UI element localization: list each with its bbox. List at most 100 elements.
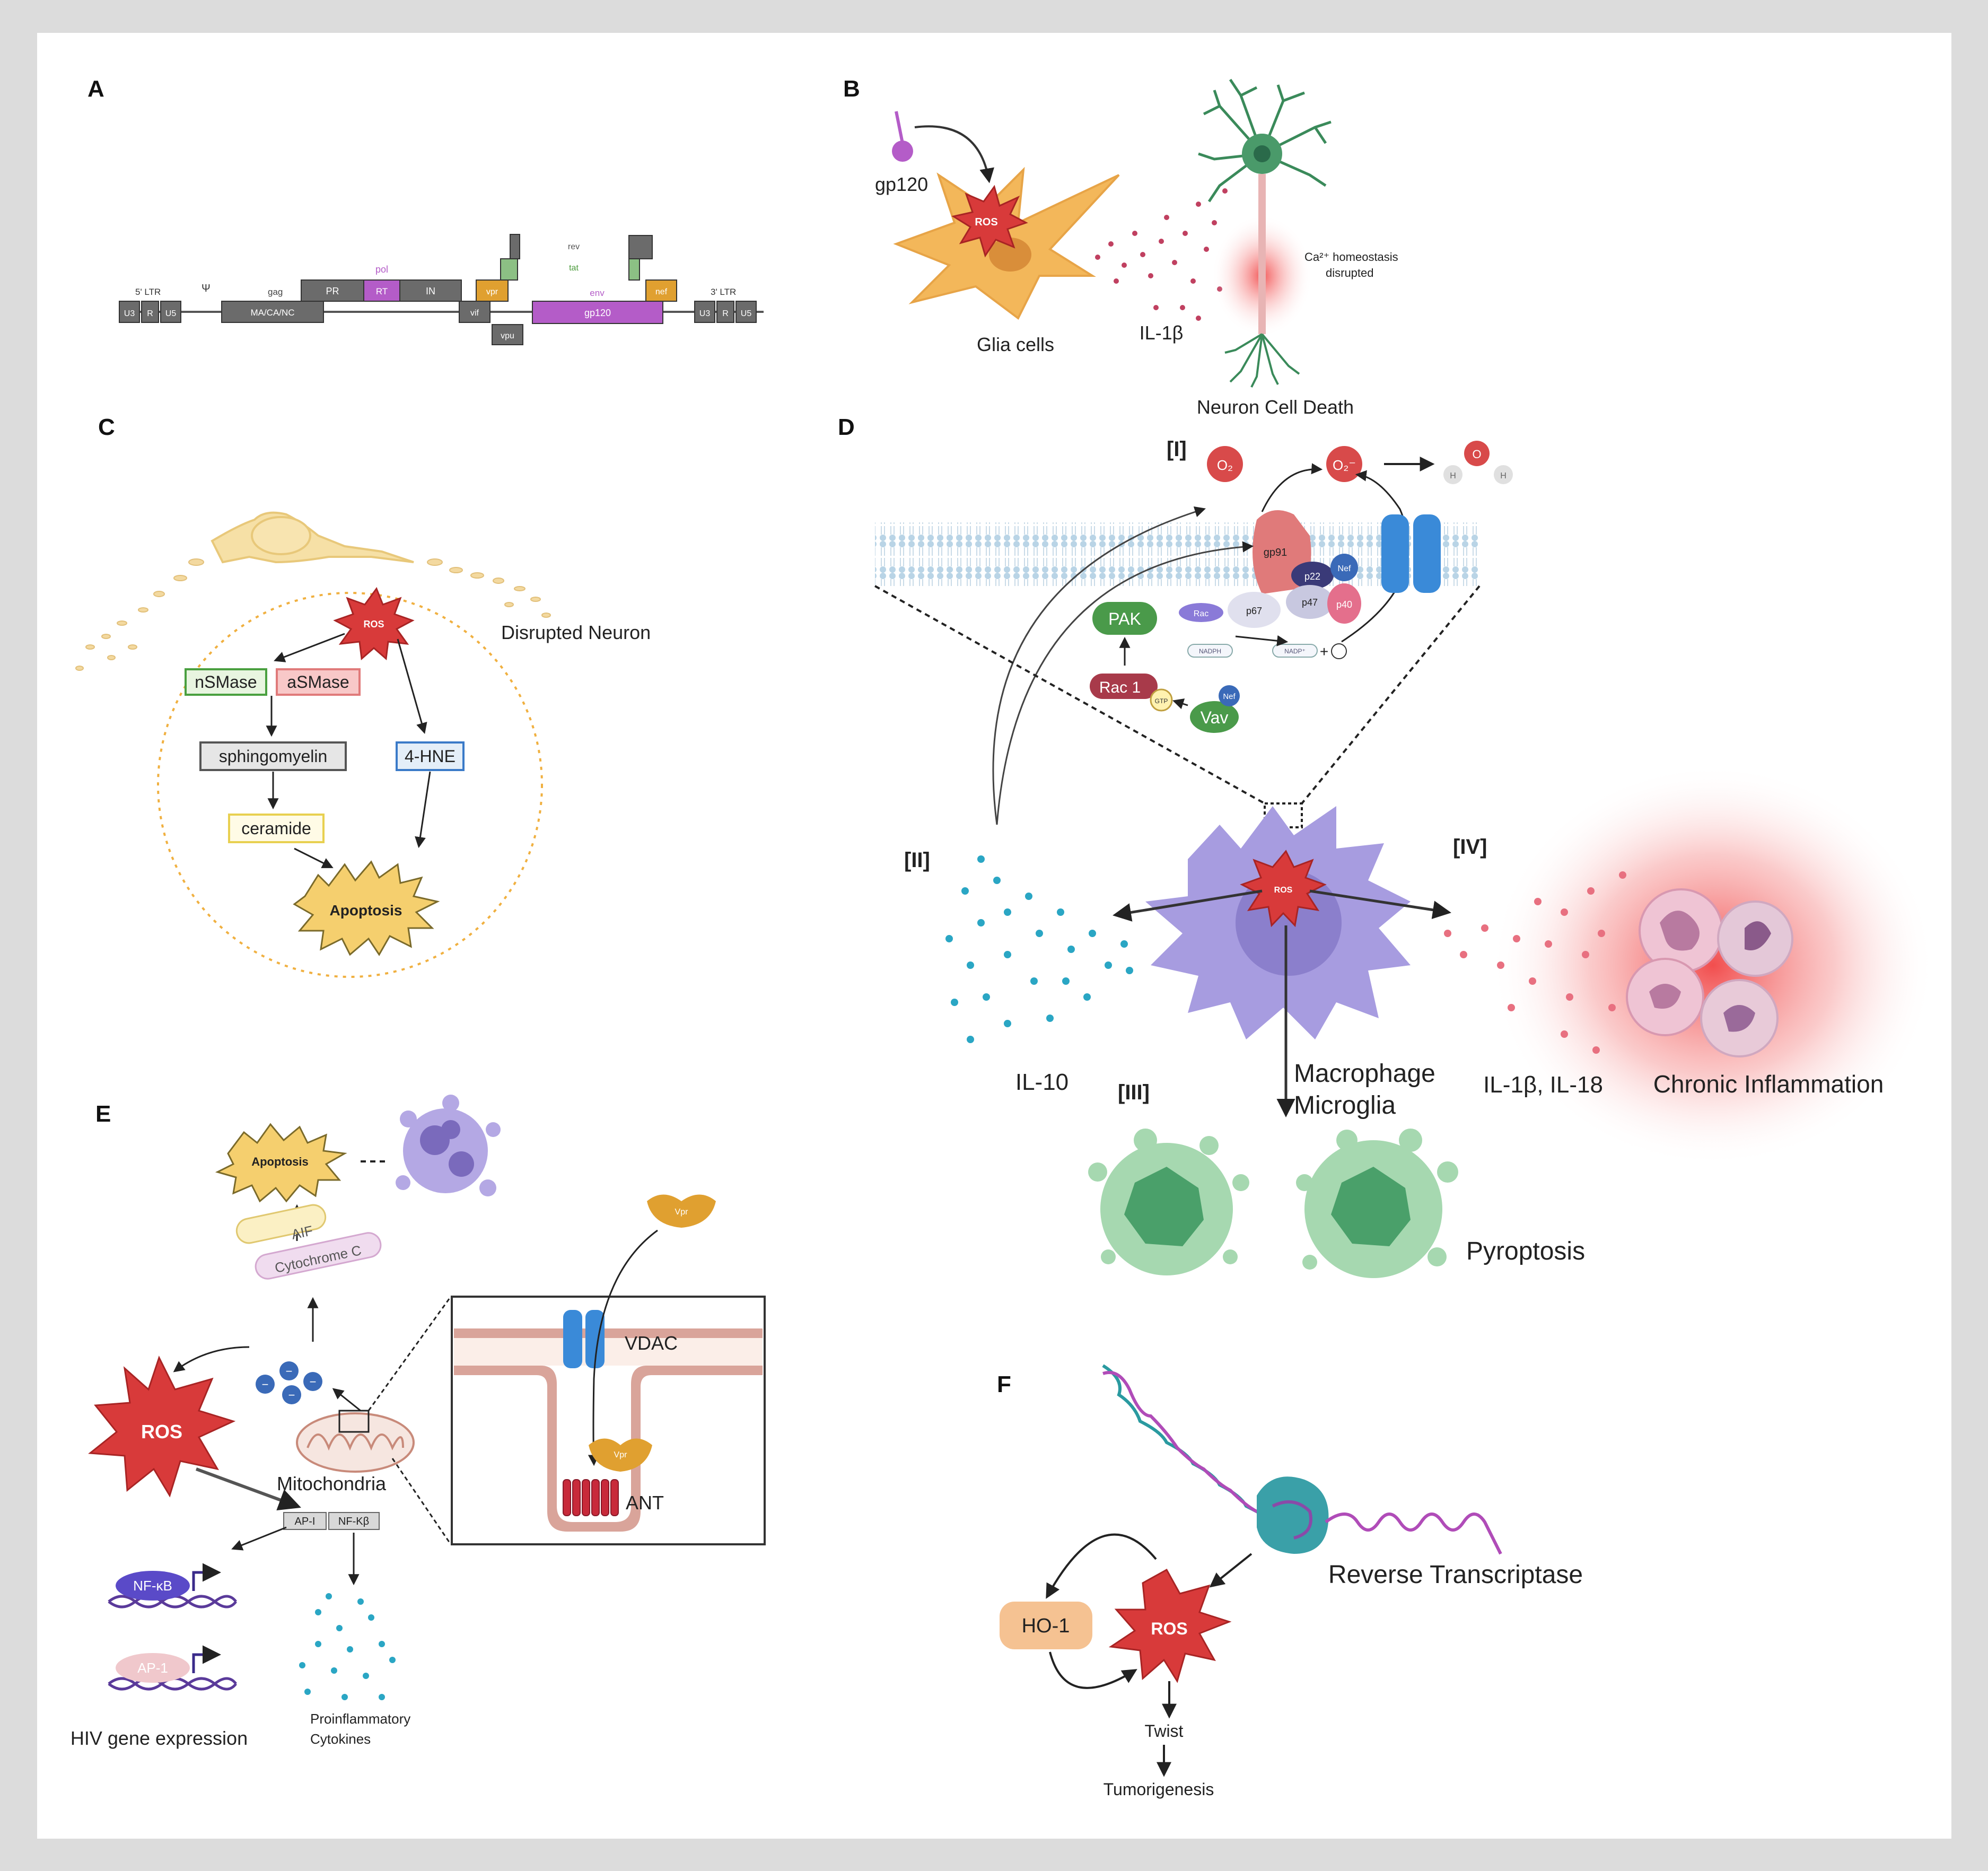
c-arrow-ceramide-apoptosis — [294, 847, 334, 868]
electron-icon — [1331, 643, 1347, 659]
d-arrow-o2-superoxide — [1261, 463, 1323, 512]
neuron-fragments — [75, 558, 551, 671]
asmase-box — [276, 668, 361, 696]
panel-f-letter: F — [997, 1371, 1011, 1397]
ltr5-r: R — [147, 309, 153, 318]
o2-molecule — [1207, 446, 1243, 482]
ltr3-label: 3' LTR — [711, 287, 736, 297]
il10-label: IL-10 — [1015, 1069, 1069, 1095]
panel-e: E Apoptosis AIF Cytochrome C − − − − — [71, 1095, 766, 1749]
il1b-il18-dots — [1444, 871, 1626, 1054]
tat-exon2 — [628, 258, 640, 281]
panel-a-letter: A — [87, 76, 104, 102]
d-arrow-to-il1b — [1309, 889, 1451, 920]
c-ros-label: ROS — [363, 619, 384, 630]
tat-label: tat — [569, 264, 579, 273]
glia-il1b-label: IL-1β — [1140, 322, 1184, 344]
panel-f: F Reverse Transcriptase ROS HO-1 Twist T… — [997, 1364, 1583, 1799]
gp91-label: gp91 — [1264, 547, 1288, 558]
macrophage-ros-label: ROS — [1274, 886, 1293, 895]
membrane-channel — [1381, 514, 1441, 593]
glia-ros-star — [951, 185, 1028, 258]
d-arrow-vav-rac — [1172, 698, 1188, 710]
water-h1-label: H — [1450, 471, 1456, 480]
vdac-label: VDAC — [625, 1332, 678, 1354]
vav-label: Vav — [1201, 708, 1229, 727]
o2-label: O₂ — [1217, 457, 1233, 473]
p22-protein — [1291, 562, 1334, 589]
ap1-dna — [108, 1645, 237, 1691]
zoom-line-left — [874, 585, 1265, 805]
glia-nucleus — [989, 238, 1031, 272]
rev-exon2 — [628, 235, 653, 259]
dna-strand-purple — [1102, 1371, 1284, 1529]
rac1-pill — [1090, 674, 1158, 699]
psi-label: Ψ — [202, 283, 211, 294]
c-apoptosis-burst — [293, 860, 440, 956]
c-arrow-ros-hne — [397, 639, 427, 735]
e-arrow-mito-electrons — [332, 1388, 361, 1412]
vpu-label: vpu — [501, 331, 514, 340]
pol-label: pol — [375, 264, 388, 275]
gag-label: gag — [268, 287, 283, 297]
glia-ros-label: ROS — [975, 216, 997, 228]
water-molecule: O H H — [1443, 441, 1513, 484]
in-box — [399, 279, 462, 302]
mito-inset-membranes — [454, 1328, 763, 1532]
pak-label: PAK — [1108, 609, 1141, 628]
f-arrow-ros-ho1 — [1046, 1533, 1157, 1599]
rac-label: Rac — [1194, 609, 1208, 618]
chronic-inflammation-label: Chronic Inflammation — [1653, 1070, 1884, 1098]
neuron-body — [211, 511, 414, 564]
ant-transporter — [563, 1479, 619, 1516]
ltr3-r: R — [722, 309, 729, 318]
tumorigenesis-label: Tumorigenesis — [1104, 1780, 1214, 1799]
vpr-label: vpr — [486, 287, 498, 296]
panel-c-letter: C — [98, 414, 115, 440]
nfkb-label: NF-κB — [133, 1578, 172, 1594]
ltr3-u3: U3 — [699, 309, 711, 318]
ho1-box — [1000, 1602, 1092, 1649]
nadph-label: NADPH — [1199, 648, 1221, 655]
vpu-box — [492, 324, 523, 345]
ltr5-label: 5' LTR — [135, 287, 161, 297]
nadph-pill — [1187, 644, 1233, 658]
nadp-pill — [1272, 644, 1318, 658]
vdac-channel — [563, 1310, 605, 1368]
rac1-label: Rac 1 — [1099, 679, 1141, 696]
ceramide-label: ceramide — [241, 819, 311, 838]
p40-protein — [1327, 583, 1361, 624]
c-arrow-hne-apoptosis — [415, 771, 431, 849]
vpr-top — [647, 1194, 716, 1228]
nadp-label: NADP⁺ — [1284, 648, 1306, 655]
il10-cytokine-dots — [945, 855, 1133, 1043]
e-arrow-vpr-ant — [588, 1229, 658, 1466]
d-step-i: [I] — [1167, 438, 1187, 461]
e-cytokine-dots — [299, 1593, 396, 1700]
cell-boundary — [157, 592, 543, 978]
c-apoptosis-label: Apoptosis — [330, 902, 402, 919]
in-label: IN — [426, 286, 435, 296]
p67-label: p67 — [1246, 606, 1262, 616]
nsmase-box — [185, 668, 267, 696]
ap1-box — [283, 1512, 327, 1530]
vif-box — [459, 301, 491, 323]
macrophage-label: Macrophage — [1294, 1060, 1435, 1088]
nef-label-2: Nef — [1223, 692, 1236, 701]
panel-b: B gp120 ROS Glia cells IL-1β — [843, 76, 1398, 418]
nef-protein-1 — [1330, 554, 1358, 581]
ho1-label: HO-1 — [1022, 1615, 1070, 1637]
ltr5-u5: U5 — [165, 309, 177, 318]
panel-c: C Disrupted Neuron ROS nSMase aSMase — [75, 414, 651, 978]
rt-rna-inside — [1272, 1500, 1312, 1540]
rev-exon1 — [510, 234, 520, 259]
c-ros-star — [333, 587, 415, 660]
electron-minus-4: − — [288, 1388, 295, 1402]
rt-label: RT — [376, 286, 388, 296]
nef-protein-2 — [1219, 685, 1240, 706]
superoxide-label: O₂⁻ — [1333, 457, 1356, 473]
gp120-box — [532, 301, 663, 324]
nef-label-1: Nef — [1338, 564, 1351, 573]
asmase-label: aSMase — [287, 672, 349, 692]
